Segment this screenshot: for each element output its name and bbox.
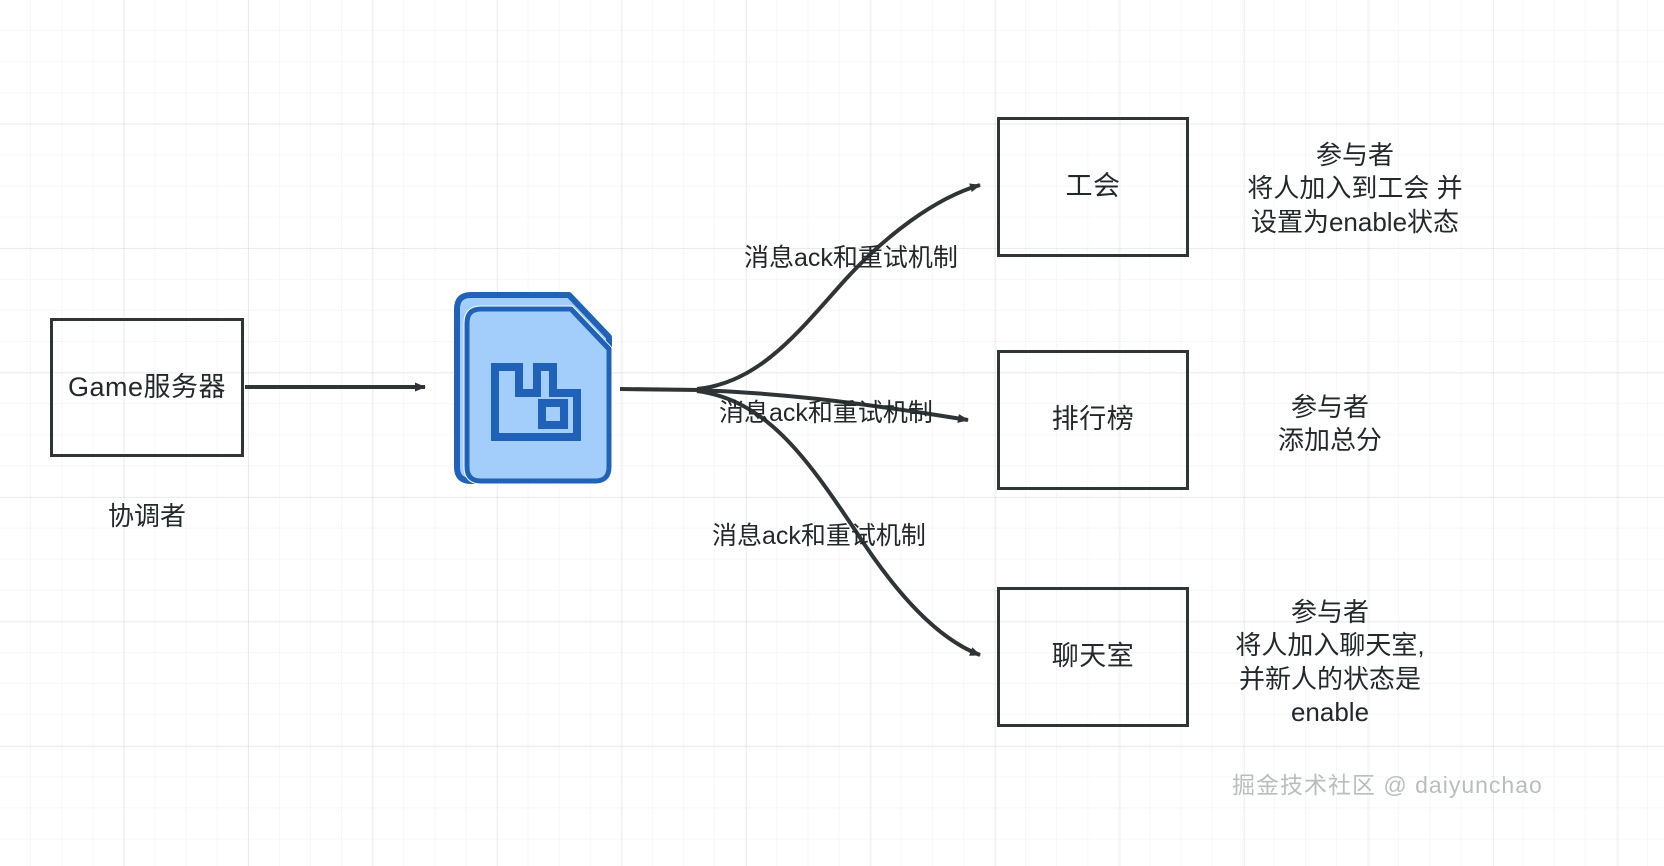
node-guild[interactable]: 工会 [997,117,1189,257]
node-chatroom[interactable]: 聊天室 [997,587,1189,727]
node-guild-label: 工会 [1065,171,1121,202]
node-game-server-label: Game服务器 [67,371,227,402]
node-chatroom-label: 聊天室 [1051,641,1135,672]
watermark: 掘金技术社区 @ daiyunchao [1232,772,1543,798]
annotation-chatroom: 参与者 将人加入聊天室, 并新人的状态是 enable [1235,597,1425,727]
edge-label-chatroom: 消息ack和重试机制 [712,522,926,550]
node-game-server[interactable]: Game服务器 [50,318,244,457]
game-server-role-label: 协调者 [107,501,186,531]
node-leaderboard[interactable]: 排行榜 [997,350,1189,490]
node-leaderboard-label: 排行榜 [1051,404,1135,435]
edge-broker-guild [696,183,981,391]
broker-fold [569,307,611,351]
broker-glyph-square [538,399,568,429]
annotation-guild: 参与者 将人加入到工会 并 设置为enable状态 [1247,140,1463,237]
edge-label-leaderboard: 消息ack和重试机制 [719,399,933,427]
broker-glyph [491,363,581,441]
rabbitmq-icon[interactable] [449,287,616,487]
edge-label-guild: 消息ack和重试机制 [744,244,958,272]
edge-broker-stub [619,387,701,392]
annotation-leaderboard: 参与者 添加总分 [1277,392,1382,456]
